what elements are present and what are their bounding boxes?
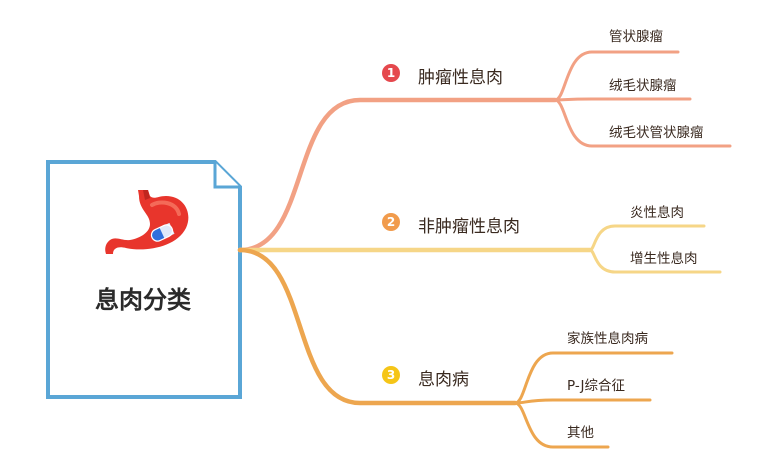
connector-lines: [237, 50, 732, 449]
leaf-label: 绒毛状腺瘤: [609, 78, 677, 94]
leaf-label: P-J综合征: [567, 378, 625, 394]
card-fold-corner: [213, 162, 240, 189]
leaf-connector: [553, 50, 680, 102]
leaf-label: 家族性息肉病: [567, 331, 648, 347]
leaf-label: 其他: [567, 425, 594, 441]
leaf-label: 炎性息肉: [630, 205, 684, 221]
leaf-connector: [553, 97, 692, 102]
leaf-label: 绒毛状管状腺瘤: [609, 125, 704, 141]
branch-label-polyposis: 息肉病: [418, 370, 469, 390]
leaf-connector: [588, 248, 722, 274]
leaf-connector: [513, 401, 610, 449]
leaf-connector: [513, 351, 674, 405]
root-label: 息肉分类: [95, 286, 191, 314]
branch-number-badge-2: 2: [382, 213, 400, 231]
stomach-icon: [105, 190, 189, 254]
root-card: [46, 160, 242, 399]
branch-connector: [237, 97, 558, 253]
branch-connector: [237, 247, 518, 406]
leaf-label: 管状腺瘤: [609, 29, 663, 45]
branch-label-non-neoplastic: 非肿瘤性息肉: [418, 217, 520, 237]
branch-label-neoplastic: 肿瘤性息肉: [418, 68, 503, 88]
leaf-label: 增生性息肉: [630, 251, 698, 267]
root-card-frame: [46, 160, 242, 399]
branch-number-badge-1: 1: [382, 64, 400, 82]
branch-number-badge-3: 3: [382, 366, 400, 384]
leaf-connector: [513, 398, 652, 405]
leaf-connector: [553, 98, 732, 148]
pill-icon: [150, 222, 175, 242]
